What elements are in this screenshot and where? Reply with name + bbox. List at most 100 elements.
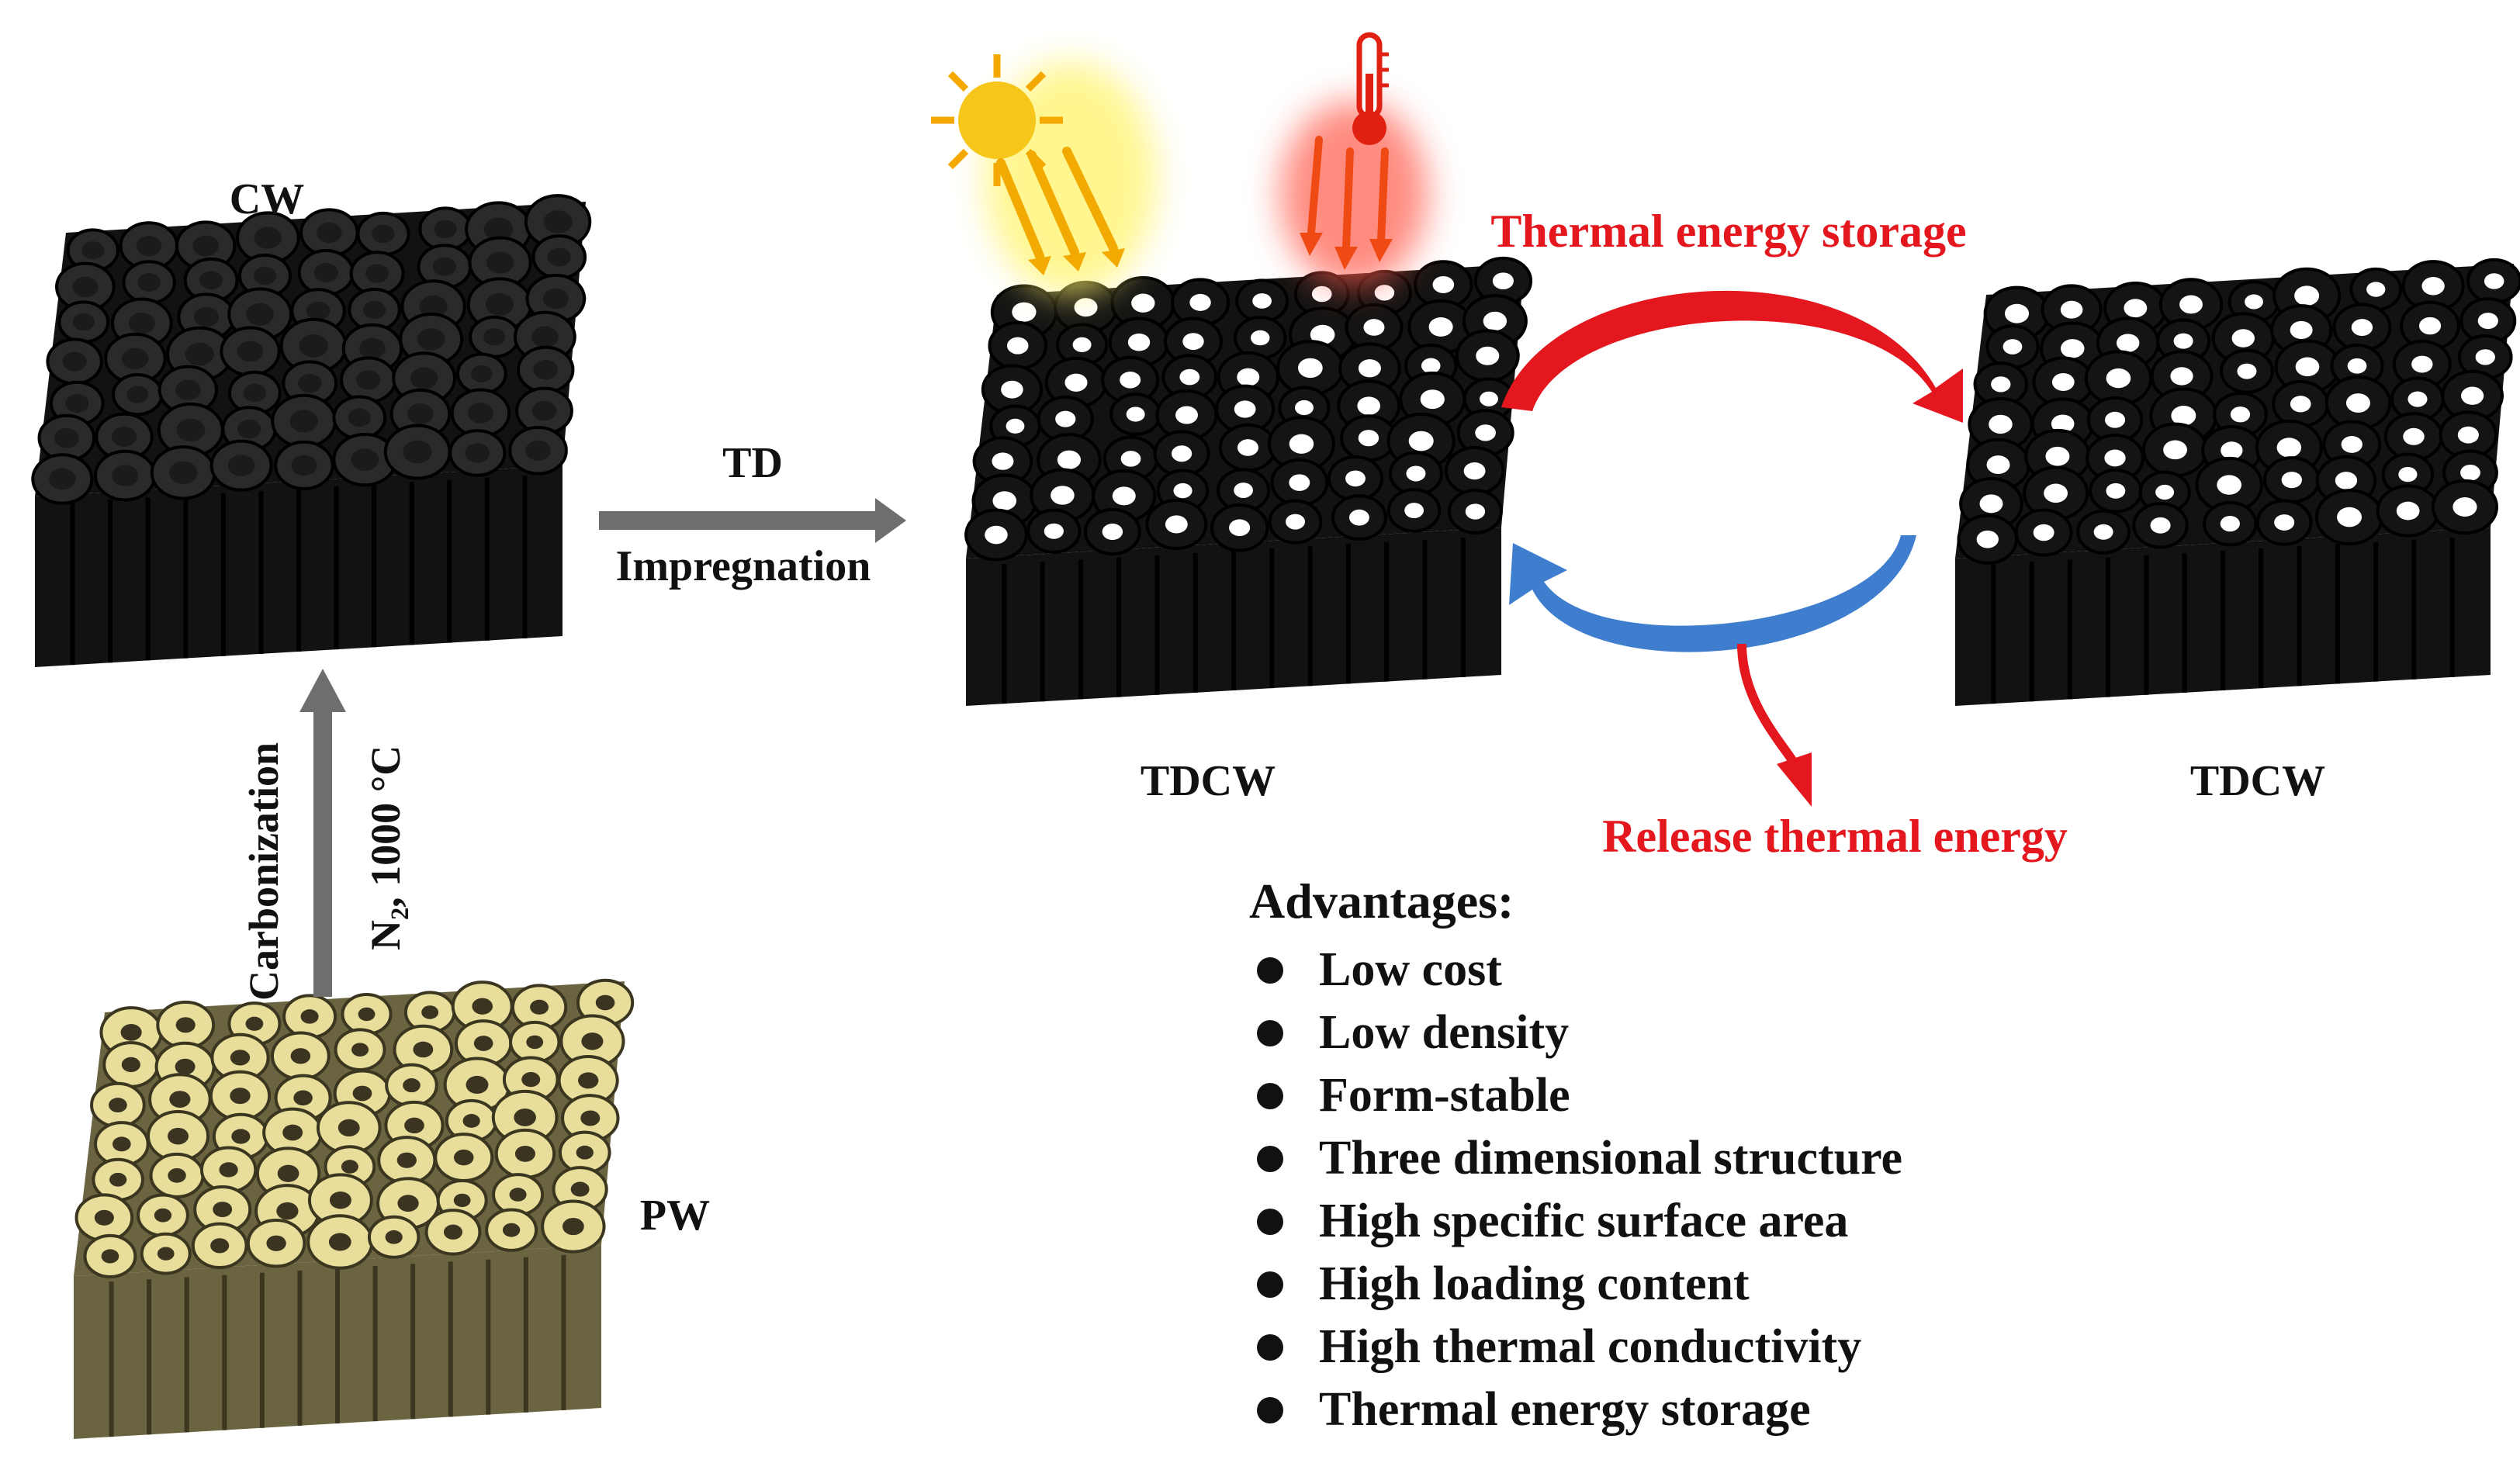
list-item: Form-stable — [1249, 1064, 1902, 1127]
pore-hole — [1986, 455, 2010, 475]
bullet-icon — [1257, 1083, 1283, 1109]
pore-hole — [2104, 449, 2126, 467]
pore-hole — [526, 1035, 544, 1050]
pore-hole — [1483, 311, 1508, 331]
pore-hole — [1120, 451, 1141, 467]
pore-hole — [121, 1057, 140, 1073]
pore-hole — [122, 348, 149, 370]
pore-hole — [329, 1191, 351, 1209]
pore-hole — [1012, 302, 1037, 322]
pore-hole — [2033, 524, 2054, 541]
pore-hole — [128, 312, 155, 334]
pore-hole — [1480, 391, 1498, 406]
pore-hole — [1234, 400, 1256, 418]
list-item: Low density — [1249, 1001, 1902, 1064]
pore-hole — [2061, 339, 2085, 358]
block-tdcw-left — [964, 256, 1533, 706]
pore-hole — [111, 427, 137, 447]
pore-hole — [291, 455, 317, 476]
pore-hole — [385, 1230, 403, 1244]
pore-hole — [266, 1235, 286, 1251]
bullet-icon — [1257, 1209, 1283, 1235]
pore-hole — [175, 1017, 196, 1033]
pore-hole — [2179, 295, 2203, 314]
pore-hole — [1492, 272, 1514, 290]
pore-hole — [1421, 358, 1441, 374]
pore-hole — [472, 998, 493, 1015]
pore-hole — [351, 1043, 369, 1057]
pore-hole — [289, 410, 318, 433]
pore-hole — [1237, 368, 1260, 386]
pore-hole — [570, 1181, 590, 1197]
pore-hole — [157, 1247, 175, 1261]
bullet-icon — [1257, 1334, 1283, 1361]
pore-hole — [2173, 333, 2193, 349]
pore-hole — [2341, 435, 2362, 453]
release-arrow — [1737, 643, 1812, 807]
block-cw — [31, 194, 592, 667]
pore-hole — [230, 1050, 251, 1066]
pore-hole — [2366, 282, 2386, 297]
pore-hole — [1463, 462, 1486, 480]
pore-hole — [363, 300, 386, 320]
bullet-icon — [1257, 1397, 1283, 1423]
pore-hole — [338, 1119, 360, 1137]
pore-hole — [94, 1209, 114, 1226]
list-item: High thermal conductivity — [1249, 1316, 1902, 1378]
pore-hole — [300, 1009, 319, 1024]
advantage-text: High thermal conductivity — [1319, 1320, 1862, 1373]
pore-hole — [2452, 497, 2477, 517]
advantage-text: Three dimensional structure — [1319, 1132, 1903, 1185]
pore-hole — [2106, 368, 2131, 389]
pore-hole — [1074, 298, 1098, 317]
pore-hole — [509, 1188, 527, 1202]
pore-hole — [1289, 474, 1310, 491]
pore-hole — [213, 1202, 233, 1218]
pore-hole — [1057, 450, 1082, 469]
pore-hole — [992, 452, 1014, 470]
pore-hole — [245, 1016, 264, 1031]
pore-hole — [2335, 472, 2358, 489]
pore-hole — [1297, 358, 1323, 379]
label-tdcw-right: TDCW — [2190, 757, 2325, 805]
pore-hole — [2294, 285, 2320, 306]
pore-hole — [2411, 355, 2433, 373]
advantage-text: High specific surface area — [1319, 1195, 1849, 1247]
pore-hole — [246, 303, 275, 326]
pore-hole — [2051, 414, 2075, 434]
pore-hole — [2398, 466, 2418, 483]
pore-hole — [297, 373, 322, 393]
pore-hole — [1131, 293, 1155, 313]
pore-hole — [276, 1202, 299, 1220]
pore-hole — [397, 1195, 419, 1212]
pore-hole — [109, 1098, 127, 1113]
pore-hole — [1989, 414, 2013, 434]
pore-hole — [2484, 273, 2504, 289]
pore-hole — [62, 351, 87, 372]
pore-hole — [525, 440, 551, 461]
release-cycle-arrow — [1509, 535, 1916, 652]
pore-hole — [193, 306, 219, 327]
pore-hole — [1428, 317, 1453, 337]
pore-hole — [443, 1224, 463, 1240]
pore-hole — [72, 313, 95, 331]
pore-hole — [175, 379, 201, 400]
advantage-text: Low cost — [1319, 943, 1502, 996]
label-pw: PW — [640, 1192, 710, 1240]
pore-hole — [237, 341, 264, 362]
pore-hole — [1006, 418, 1025, 434]
pore-hole — [1991, 376, 2011, 393]
pore-hole — [1358, 359, 1381, 378]
pore-hole — [2155, 484, 2175, 500]
pore-hole — [2124, 299, 2148, 318]
pore-hole — [1006, 337, 1029, 355]
pore-hole — [2274, 514, 2295, 531]
pore-hole — [72, 276, 99, 298]
pore-hole — [219, 1162, 238, 1178]
pore-hole — [2418, 316, 2442, 335]
advantage-text: High loading content — [1319, 1257, 1750, 1310]
pore-hole — [542, 288, 569, 310]
block-pw — [74, 978, 635, 1439]
pore-hole — [486, 251, 514, 274]
